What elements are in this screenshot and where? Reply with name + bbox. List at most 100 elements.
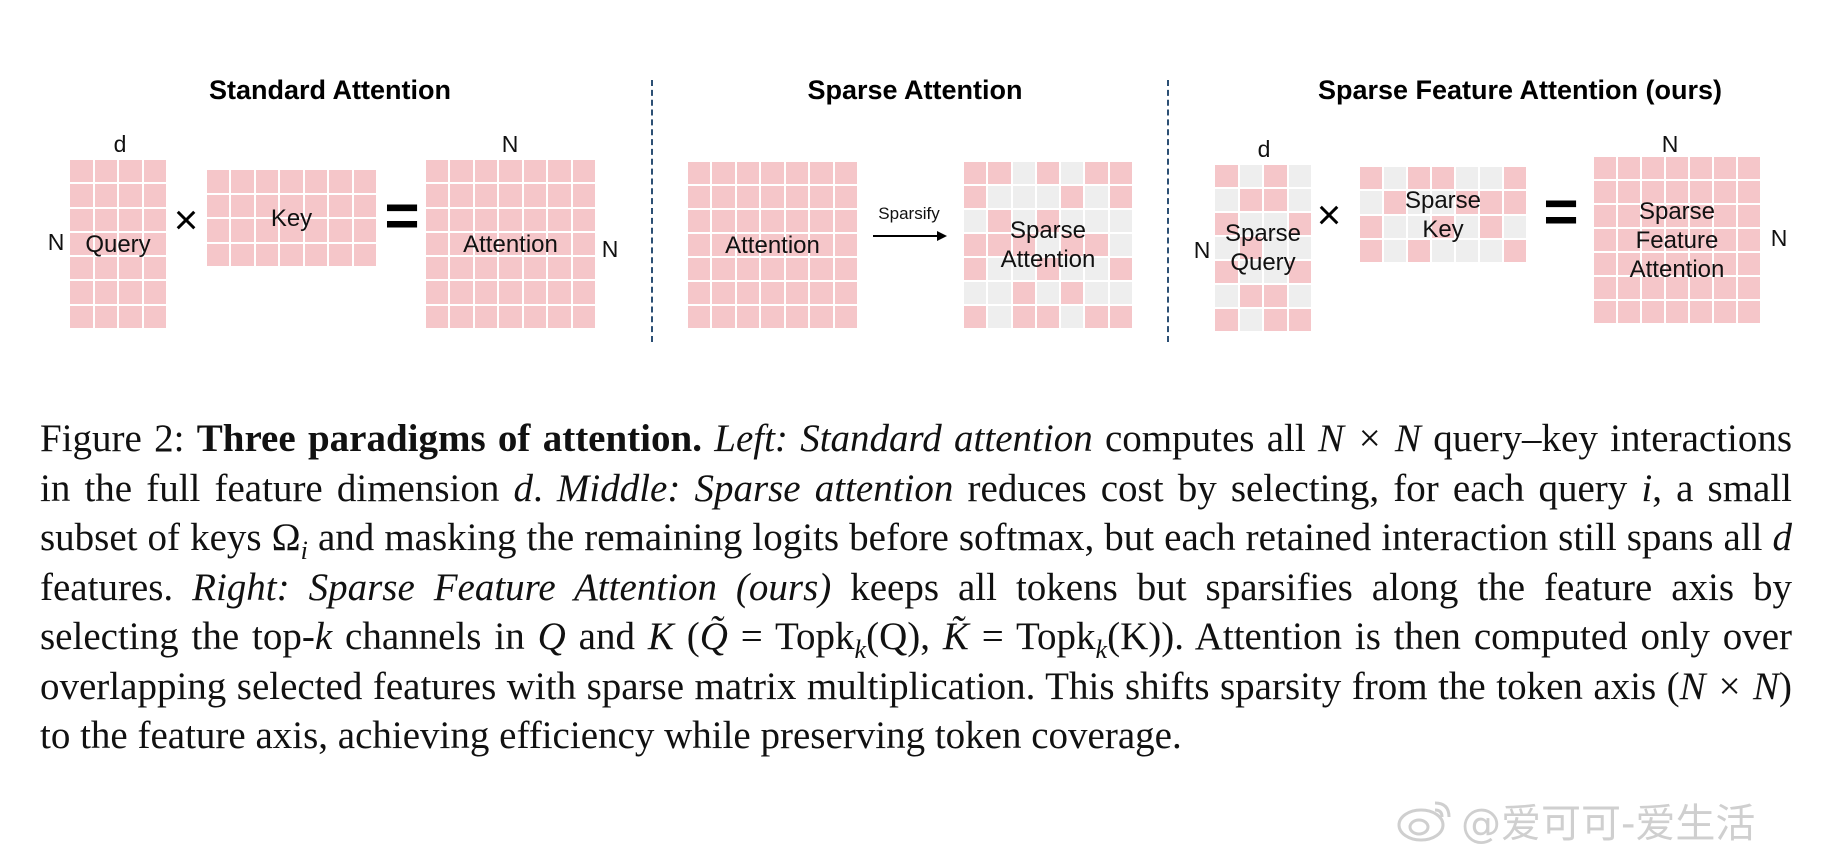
matrix-cell-active: [1714, 157, 1736, 179]
matrix-cell-inactive: [988, 282, 1011, 304]
matrix-cell-active: [280, 243, 303, 266]
matrix-cell-active: [523, 160, 547, 183]
matrix-cell-active: [1738, 301, 1760, 323]
matrix-cell-active: [143, 281, 166, 304]
matrix-cell-active: [523, 208, 547, 231]
sparse-feature-attention-matrix: [1594, 157, 1760, 323]
matrix-cell-active: [1408, 239, 1430, 262]
matrix-cell-active: [785, 162, 809, 184]
matrix-cell-active: [761, 306, 784, 328]
caption-text: , a small subset of keys: [40, 466, 1793, 560]
matrix-cell-inactive: [1288, 165, 1311, 187]
matrix-cell-active: [119, 208, 142, 231]
matrix-cell-active: [1061, 186, 1084, 208]
matrix-cell-inactive: [1408, 215, 1430, 238]
query-dim-d: d: [113, 131, 127, 157]
matrix-cell-active: [1594, 181, 1616, 203]
matrix-cell-active: [785, 210, 809, 232]
matrix-cell-active: [1432, 215, 1454, 238]
caption-math: N × N: [1318, 417, 1421, 460]
matrix-cell-active: [353, 243, 376, 266]
matrix-cell-active: [688, 162, 711, 184]
matrix-cell-active: [572, 208, 595, 231]
matrix-cell-active: [1504, 191, 1526, 214]
matrix-cell-inactive: [1239, 213, 1262, 235]
matrix-cell-active: [119, 160, 142, 183]
caption-text: reduces cost by selecting, for each quer…: [953, 466, 1642, 510]
matrix-cell-active: [1618, 157, 1640, 179]
matrix-cell-inactive: [1215, 285, 1238, 307]
matrix-cell-active: [523, 257, 547, 280]
attention-dim-n-side: N: [601, 236, 619, 262]
standard-attention-title: Standard Attention: [209, 75, 451, 105]
matrix-cell-active: [988, 234, 1011, 256]
matrix-cell-active: [231, 170, 254, 193]
key-matrix: [207, 170, 376, 266]
matrix-cell-active: [1738, 205, 1760, 227]
matrix-cell-active: [736, 210, 760, 232]
matrix-cell-active: [1360, 215, 1382, 238]
matrix-cell-inactive: [1215, 189, 1238, 211]
matrix-cell-active: [1690, 181, 1712, 203]
matrix-cell-active: [688, 186, 711, 208]
matrix-cell-active: [523, 184, 547, 207]
matrix-cell-active: [810, 162, 833, 184]
matrix-cell-active: [94, 232, 117, 256]
matrix-cell-inactive: [1085, 258, 1108, 280]
caption-text: .: [533, 466, 557, 510]
matrix-cell-active: [548, 160, 571, 183]
panel-divider-right: [1167, 80, 1169, 342]
matrix-cell-active: [1642, 157, 1664, 179]
matrix-cell-active: [1036, 210, 1060, 232]
caption-right-label: Right: Sparse Feature Attention (ours): [192, 565, 832, 609]
matrix-cell-active: [523, 281, 547, 304]
matrix-cell-active: [548, 232, 571, 256]
matrix-cell-active: [119, 305, 142, 328]
matrix-cell-active: [688, 282, 711, 304]
matrix-cell-active: [1642, 277, 1664, 299]
matrix-cell-active: [280, 170, 303, 193]
matrix-cell-inactive: [988, 186, 1011, 208]
sparse-query-dim-d: d: [1257, 136, 1271, 162]
caption-bold-title: Three paradigms of attention.: [196, 417, 702, 460]
matrix-cell-inactive: [1036, 282, 1060, 304]
caption-text: (K)). Attention is then computed only ov…: [40, 615, 1793, 708]
caption-math: N × N: [1679, 664, 1779, 708]
matrix-cell-active: [70, 281, 93, 304]
matrix-cell-active: [70, 305, 93, 328]
matrix-cell-active: [761, 186, 784, 208]
matrix-cell-active: [499, 281, 522, 304]
matrix-cell-inactive: [1036, 234, 1060, 256]
matrix-cell-active: [785, 186, 809, 208]
matrix-cell-active: [712, 282, 735, 304]
caption-left-label: Left: Standard attention: [714, 417, 1093, 460]
matrix-cell-inactive: [1408, 191, 1430, 214]
matrix-cell-active: [761, 258, 784, 280]
matrix-cell-active: [1714, 277, 1736, 299]
matrix-cell-active: [255, 170, 279, 193]
matrix-cell-inactive: [1239, 261, 1262, 283]
matrix-cell-active: [785, 258, 809, 280]
matrix-cell-active: [474, 305, 498, 328]
matrix-cell-active: [736, 162, 760, 184]
matrix-cell-active: [548, 257, 571, 280]
matrix-cell-active: [785, 234, 809, 256]
matrix-cell-active: [572, 160, 595, 183]
matrix-cell-inactive: [1456, 215, 1478, 238]
matrix-cell-active: [231, 243, 254, 266]
caption-math: k: [314, 615, 333, 658]
matrix-cell-active: [450, 208, 473, 231]
caption-math: K: [647, 615, 674, 658]
matrix-cell-active: [450, 160, 473, 183]
matrix-cell-active: [1109, 258, 1132, 280]
matrix-cell-active: [1109, 162, 1132, 184]
matrix-cell-active: [426, 208, 449, 231]
query-matrix: [70, 160, 166, 328]
matrix-cell-active: [810, 306, 833, 328]
caption-math-subscript: i: [300, 535, 308, 565]
matrix-cell-active: [736, 282, 760, 304]
matrix-cell-inactive: [1109, 234, 1132, 256]
matrix-cell-active: [761, 234, 784, 256]
matrix-cell-inactive: [1360, 191, 1382, 214]
matrix-cell-active: [1666, 301, 1688, 323]
